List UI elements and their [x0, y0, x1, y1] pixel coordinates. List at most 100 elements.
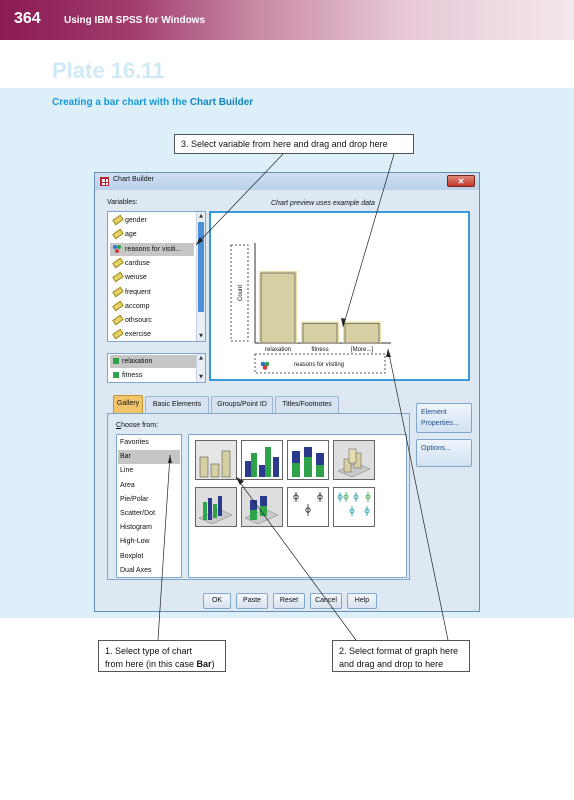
variable-label: othsourc	[125, 317, 152, 325]
callout-step-2: 2. Select format of graph here and drag …	[332, 640, 470, 672]
scroll-up-icon[interactable]: ▲	[199, 213, 203, 219]
callout-step-1-line1: 1. Select type of chart	[105, 646, 193, 656]
preview-label: Chart preview uses example data	[271, 200, 375, 207]
scale-variable-icon	[112, 271, 124, 283]
variables-scrollbar[interactable]: ▲ ▼	[196, 212, 205, 341]
window-titlebar[interactable]: Chart Builder ✕	[95, 173, 479, 190]
tab-groups-point-id[interactable]: Groups/Point ID	[211, 396, 273, 413]
gallery-clustered-error-bar[interactable]	[333, 487, 375, 527]
preview-bar	[344, 323, 380, 344]
preview-category-label: fitness	[311, 347, 328, 353]
variable-item[interactable]: weiuse	[110, 271, 194, 284]
x-axis-label: reasons for visiting	[294, 362, 344, 368]
variable-label: accomp	[125, 302, 150, 310]
chart-type-item[interactable]: Scatter/Dot	[120, 510, 156, 517]
x-axis-drop-zone[interactable]	[254, 353, 386, 374]
tab-gallery[interactable]: Gallery	[113, 395, 143, 414]
chart-type-item[interactable]: Bar	[118, 450, 180, 465]
chart-builder-window: Chart Builder ✕ Variables: Chart preview…	[94, 172, 480, 612]
close-button[interactable]: ✕	[447, 175, 475, 187]
category-label: fitness	[122, 372, 143, 379]
category-item[interactable]: relaxation	[110, 355, 196, 368]
cancel-button[interactable]: Cancel	[310, 593, 342, 609]
clustered-error-bar-icon	[337, 492, 371, 516]
scroll-down-icon[interactable]: ▼	[199, 333, 203, 339]
variables-list[interactable]: gender age reasons for visiti... carduse wei…	[107, 211, 206, 342]
preview-category-label: relaxation	[265, 347, 291, 353]
preview-bar	[302, 323, 338, 344]
options-button[interactable]: Options...	[416, 439, 472, 467]
gallery-simple-bar[interactable]	[195, 440, 237, 480]
scroll-down-icon[interactable]: ▼	[199, 374, 203, 380]
scroll-up-icon[interactable]: ▲	[199, 355, 203, 361]
variable-item[interactable]: age	[110, 228, 194, 241]
scale-variable-icon	[112, 300, 124, 312]
tab-basic-elements[interactable]: Basic Elements	[145, 396, 209, 413]
callout-step-2-line1: 2. Select format of graph here	[339, 646, 459, 656]
category-list[interactable]: relaxation fitness ▲ ▼	[107, 353, 206, 383]
scale-variable-icon	[112, 314, 124, 326]
gallery-3d-clustered-bar[interactable]	[195, 487, 237, 527]
variable-label: frequent	[125, 288, 151, 296]
scale-variable-icon	[112, 286, 124, 297]
callout-step-2-line2: and drag and drop to here	[339, 659, 444, 669]
variable-item[interactable]: accomp	[110, 300, 194, 313]
nominal-variable-icon	[113, 244, 122, 254]
plate-title: Plate 16.11	[52, 58, 165, 83]
chart-type-item[interactable]: Line	[120, 467, 134, 475]
category-label: relaxation	[122, 358, 153, 365]
gallery-stacked-bar[interactable]	[287, 440, 329, 480]
variable-label: age	[125, 231, 137, 239]
ok-button[interactable]: OK	[203, 593, 231, 609]
variables-label: Variables:	[107, 199, 138, 206]
scale-variable-icon	[112, 214, 124, 226]
callout-step-1-bold: Bar	[196, 659, 212, 669]
tab-titles-footnotes[interactable]: Titles/Footnotes	[275, 396, 339, 413]
gallery-simple-error-bar[interactable]	[287, 487, 329, 527]
chart-gallery[interactable]	[188, 434, 407, 578]
scale-variable-icon	[112, 257, 124, 269]
scrollbar-thumb[interactable]	[198, 222, 204, 312]
variable-label: reasons for visiti...	[125, 245, 182, 253]
chart-type-item[interactable]: Boxplot	[120, 552, 144, 560]
element-properties-button[interactable]: Element Properties...	[416, 403, 472, 433]
chart-type-item[interactable]: Pie/Polar	[120, 495, 149, 503]
gallery-3d-bar[interactable]	[333, 440, 375, 480]
variable-item[interactable]: reasons for visiti...	[110, 242, 194, 256]
variable-label: carduse	[125, 259, 150, 267]
gallery-clustered-bar[interactable]	[241, 440, 283, 480]
options-label: Options...	[421, 445, 451, 452]
callout-step-1-prefix: from here (in this case	[105, 659, 197, 669]
element-properties-label: Element Properties...	[421, 409, 459, 427]
chart-type-item[interactable]: Histogram	[120, 524, 152, 532]
plate-subtitle-prefix: Creating a bar chart with the	[52, 97, 190, 108]
chart-type-item[interactable]: High-Low	[120, 538, 150, 546]
preview-bar	[260, 272, 296, 344]
y-axis-label: Count	[238, 285, 244, 301]
nominal-variable-icon	[260, 361, 270, 370]
variable-item[interactable]: othsourc	[110, 314, 194, 327]
chart-type-item[interactable]: Area	[120, 481, 135, 489]
category-swatch-icon	[113, 358, 119, 364]
variable-label: gender	[125, 217, 147, 224]
callout-step-1-suffix: )	[211, 659, 215, 669]
plate-subtitle-bold: Chart Builder	[189, 97, 254, 108]
3d-bar-icon	[337, 448, 371, 478]
variable-item[interactable]: gender	[110, 214, 194, 227]
chart-type-item[interactable]: Favorites	[120, 439, 149, 446]
variable-item[interactable]: carduse	[110, 257, 194, 270]
variable-item[interactable]: frequent	[110, 286, 194, 299]
chart-type-item[interactable]: Dual Axes	[120, 566, 152, 574]
page-header-band: 364 Using IBM SPSS for Windows	[0, 0, 574, 40]
gallery-3d-stacked-bar[interactable]	[241, 487, 283, 527]
category-item[interactable]: fitness	[110, 369, 196, 382]
category-scrollbar[interactable]: ▲ ▼	[196, 354, 205, 382]
variable-item[interactable]: exercise	[110, 328, 194, 341]
variable-label: weiuse	[125, 274, 147, 282]
help-button[interactable]: Help	[347, 593, 377, 609]
paste-button[interactable]: Paste	[236, 593, 268, 609]
reset-button[interactable]: Reset	[273, 593, 305, 609]
